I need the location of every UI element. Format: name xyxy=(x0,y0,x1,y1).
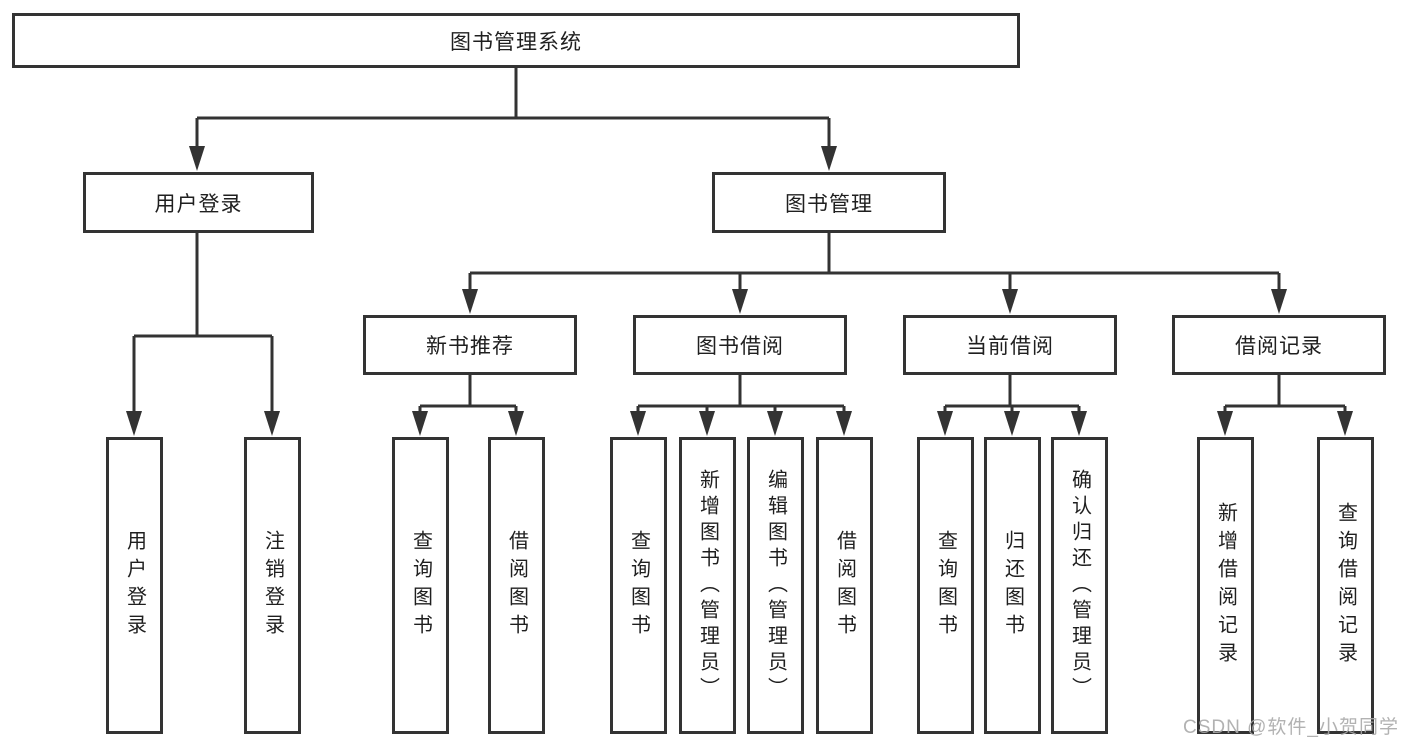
leaf-label: 查询图书 xyxy=(934,529,957,642)
csdn-watermark: CSDN @软件_小贺同学 xyxy=(1183,717,1399,738)
node-label: 借阅记录 xyxy=(1235,335,1323,358)
connector-user-login-to-leaves xyxy=(126,233,280,436)
node-label: 当前借阅 xyxy=(966,335,1054,358)
leaf-label: 查询借阅记录 xyxy=(1334,501,1357,670)
leaf-label: 借阅图书 xyxy=(505,529,528,642)
leaf-query-books-3: 查询图书 xyxy=(917,437,974,734)
leaf-borrow-books-1: 借阅图书 xyxy=(488,437,545,734)
leaf-query-borrow-record: 查询借阅记录 xyxy=(1317,437,1374,734)
node-new-book-recommend: 新书推荐 xyxy=(363,315,577,375)
leaf-confirm-return-admin: 确认归还（管理员） xyxy=(1051,437,1108,734)
leaf-label: 归还图书 xyxy=(1001,529,1024,642)
leaf-label: 注销登录 xyxy=(261,529,284,642)
leaf-add-book-admin: 新增图书（管理员） xyxy=(679,437,736,734)
leaf-user-login: 用户登录 xyxy=(106,437,163,734)
connector-book-borrow-to-leaves xyxy=(630,375,852,436)
node-label: 新书推荐 xyxy=(426,335,514,358)
node-label: 图书管理 xyxy=(785,192,873,216)
leaf-label: 用户登录 xyxy=(123,529,146,642)
connector-cur-borrow-to-leaves xyxy=(937,375,1087,436)
leaf-label: 确认归还（管理员） xyxy=(1068,468,1091,703)
leaf-label: 借阅图书 xyxy=(833,529,856,642)
leaf-label: 编辑图书（管理员） xyxy=(764,468,787,703)
node-book-borrowing: 图书借阅 xyxy=(633,315,847,375)
node-user-login: 用户登录 xyxy=(83,172,314,233)
connector-book-mgmt-to-level3 xyxy=(462,233,1287,314)
leaf-borrow-books-2: 借阅图书 xyxy=(816,437,873,734)
leaf-label: 查询图书 xyxy=(627,529,650,642)
leaf-label: 新增借阅记录 xyxy=(1214,501,1237,670)
node-label: 图书管理系统 xyxy=(450,30,582,54)
leaf-label: 查询图书 xyxy=(409,529,432,642)
node-borrowing-records: 借阅记录 xyxy=(1172,315,1386,375)
leaf-edit-book-admin: 编辑图书（管理员） xyxy=(747,437,804,734)
leaf-query-books-2: 查询图书 xyxy=(610,437,667,734)
leaf-add-borrow-record: 新增借阅记录 xyxy=(1197,437,1254,734)
connector-new-book-to-leaves xyxy=(412,375,524,436)
leaf-query-books-1: 查询图书 xyxy=(392,437,449,734)
connector-borrow-rec-to-leaves xyxy=(1217,375,1353,436)
node-book-management: 图书管理 xyxy=(712,172,946,233)
node-label: 用户登录 xyxy=(154,192,243,216)
node-label: 图书借阅 xyxy=(696,335,784,358)
leaf-logout: 注销登录 xyxy=(244,437,301,734)
leaf-label: 新增图书（管理员） xyxy=(696,468,719,703)
leaf-return-book: 归还图书 xyxy=(984,437,1041,734)
node-current-borrowing: 当前借阅 xyxy=(903,315,1117,375)
node-root-system: 图书管理系统 xyxy=(12,13,1020,68)
connector-root-to-level2 xyxy=(189,68,837,171)
